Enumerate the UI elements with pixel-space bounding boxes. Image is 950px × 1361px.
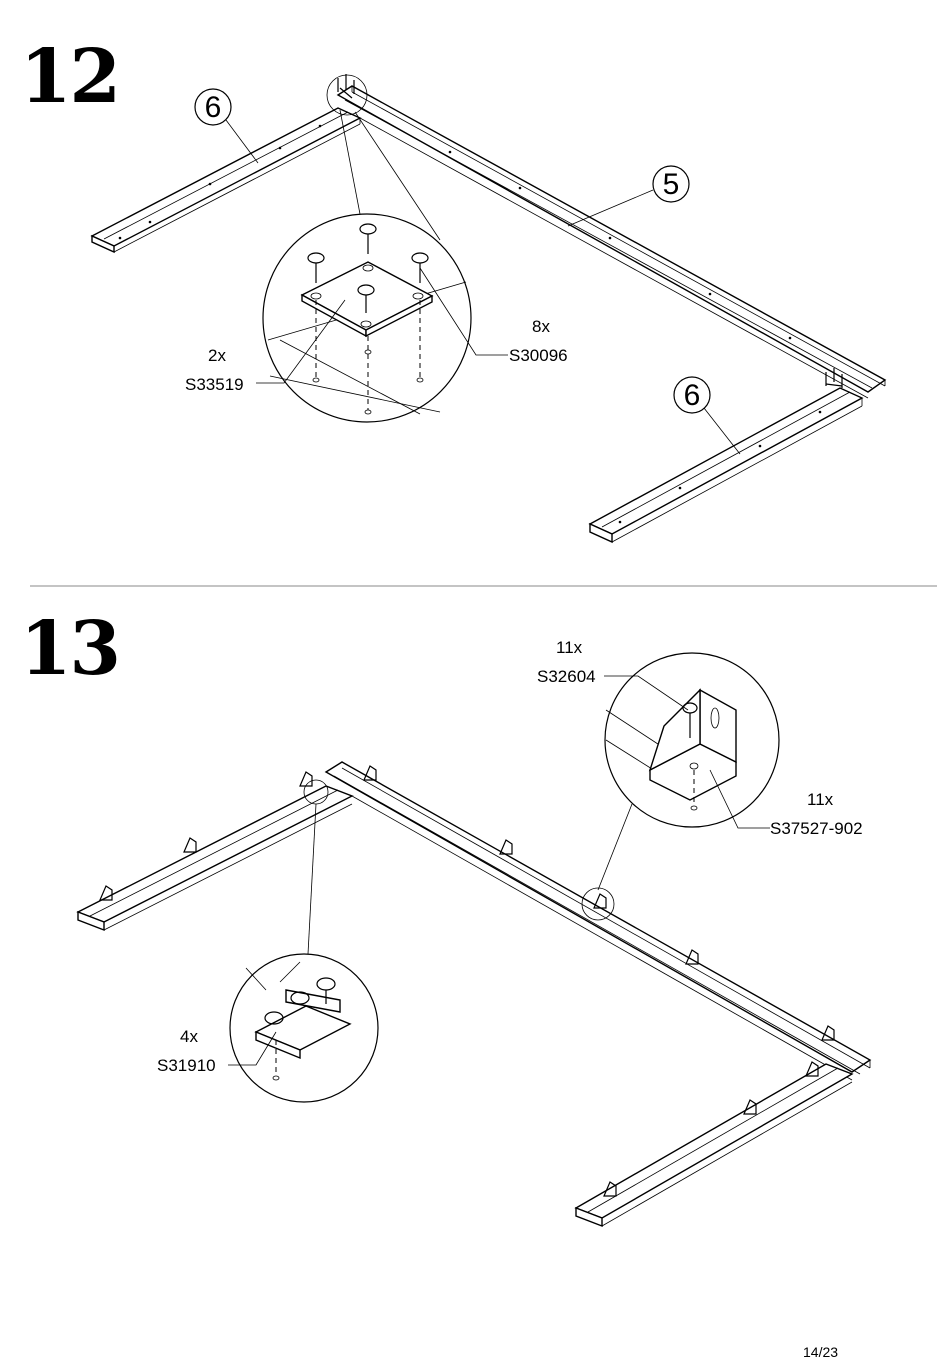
part-qty-s31910: 4x <box>180 1027 198 1046</box>
page-number: 14/23 <box>803 1344 839 1360</box>
part-code-s32604: S32604 <box>537 667 596 686</box>
part-code-s37527-902: S37527-902 <box>770 819 863 838</box>
step13-frame-drawing <box>76 652 872 1228</box>
step12-frame-drawing <box>90 74 887 544</box>
part-code-s31910: S31910 <box>157 1056 216 1075</box>
part-qty-s32604: 11x <box>556 638 583 657</box>
part-code-s33519: S33519 <box>185 375 244 394</box>
callout-part-6-left: 6 <box>204 91 222 124</box>
part-qty-s33519: 2x <box>208 346 226 365</box>
part-qty-s30096: 8x <box>532 317 550 336</box>
part-code-s30096: S30096 <box>509 346 568 365</box>
callout-part-5: 5 <box>662 168 680 201</box>
part-qty-s37527-902: 11x <box>807 790 834 809</box>
callout-part-6-right: 6 <box>683 379 701 412</box>
step-number-13: 13 <box>20 606 121 692</box>
step-number-12: 12 <box>20 34 121 120</box>
